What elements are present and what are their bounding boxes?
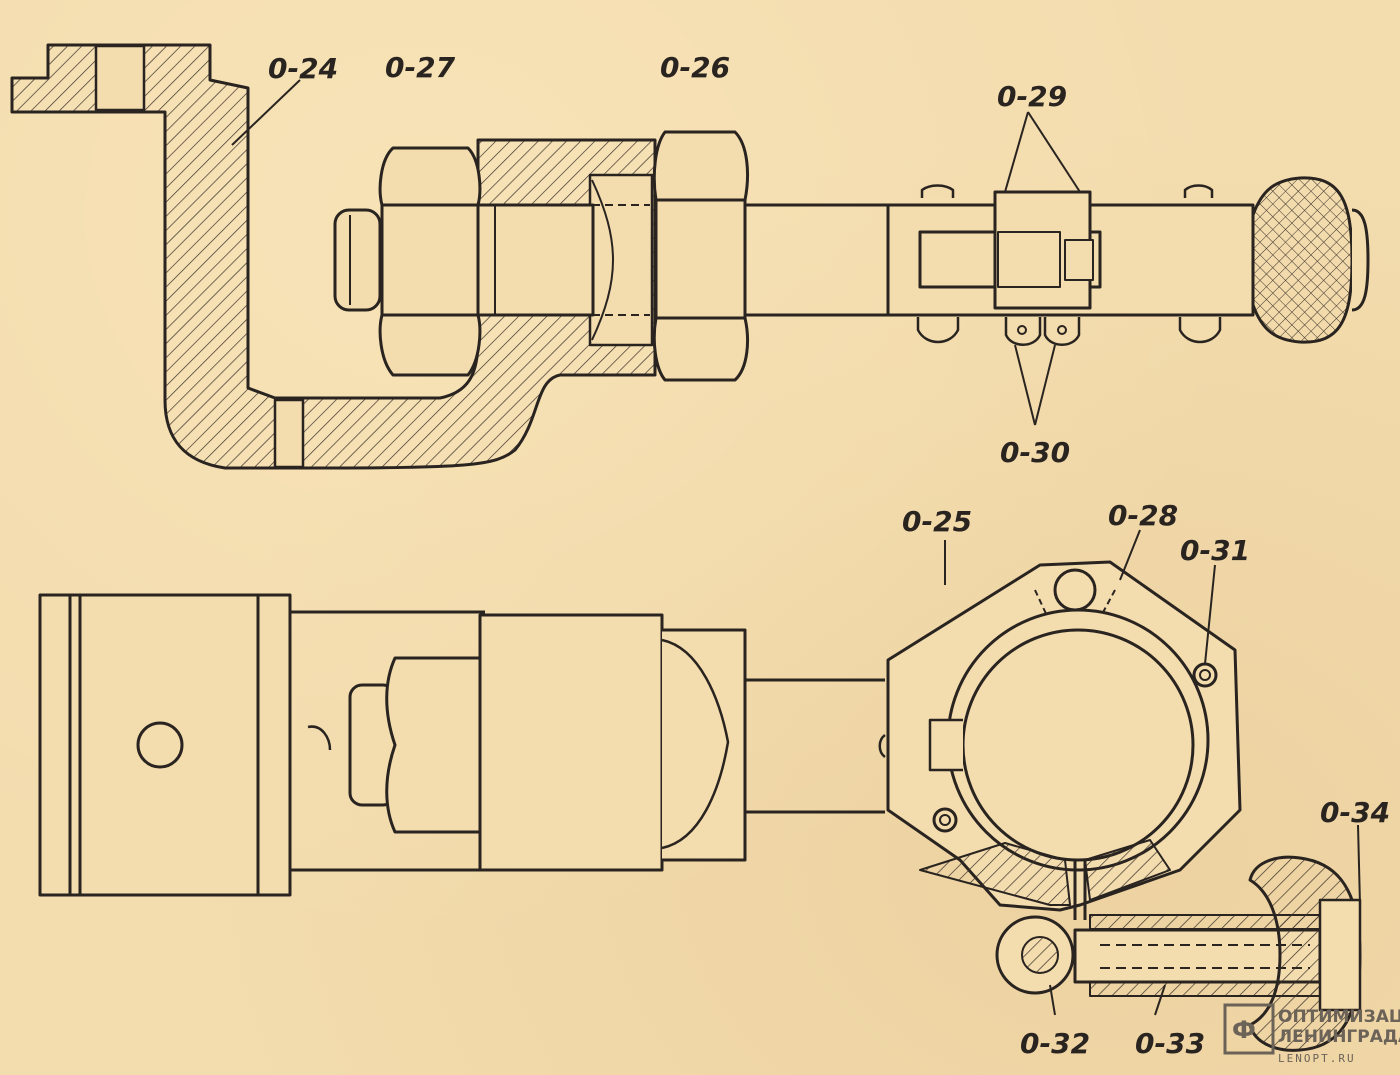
label-0-31: 0-31: [1180, 534, 1250, 567]
watermark-line1: ОПТИМИЗАЦИЯ: [1278, 1007, 1400, 1027]
watermark-site: LENOPT.RU: [1278, 1052, 1356, 1065]
label-0-25: 0-25: [902, 505, 972, 538]
coupling-block: [478, 613, 664, 872]
bottom-nut: [385, 656, 482, 834]
knob: [1251, 176, 1354, 344]
watermark: Ф ОПТИМИЗАЦИЯ ЛЕНИНГРАДА LENOPT.RU: [1223, 1003, 1400, 1065]
watermark-logo: [1223, 1003, 1275, 1055]
bracket-0-24: [10, 43, 657, 470]
clamp-screw: [932, 807, 958, 833]
base-hole: [136, 721, 184, 769]
label-0-28: 0-28: [1108, 499, 1178, 532]
label-0-30: 0-30: [1000, 436, 1070, 469]
clamp-bore: [961, 628, 1195, 862]
label-0-29: 0-29: [997, 80, 1067, 113]
screw-0-31: [1192, 662, 1218, 688]
label-0-34: 0-34: [1320, 796, 1390, 829]
label-0-26: 0-26: [660, 51, 730, 84]
watermark-line2: ЛЕНИНГРАДА: [1278, 1027, 1400, 1047]
nut-0-27: [378, 146, 482, 377]
label-0-27: 0-27: [385, 51, 456, 84]
label-0-33: 0-33: [1135, 1027, 1205, 1060]
svg-text:Ф: Ф: [1232, 1016, 1256, 1044]
label-0-32: 0-32: [1020, 1027, 1090, 1060]
shaft-sleeve: [476, 203, 595, 317]
clamp-boss: [1053, 568, 1097, 612]
bracket-hole: [273, 398, 305, 469]
clamp-seat: [588, 173, 654, 347]
label-0-24: 0-24: [268, 52, 338, 85]
bolt-end: [333, 208, 382, 312]
bracket-slot: [94, 44, 146, 112]
nut-0-26: [652, 130, 750, 382]
